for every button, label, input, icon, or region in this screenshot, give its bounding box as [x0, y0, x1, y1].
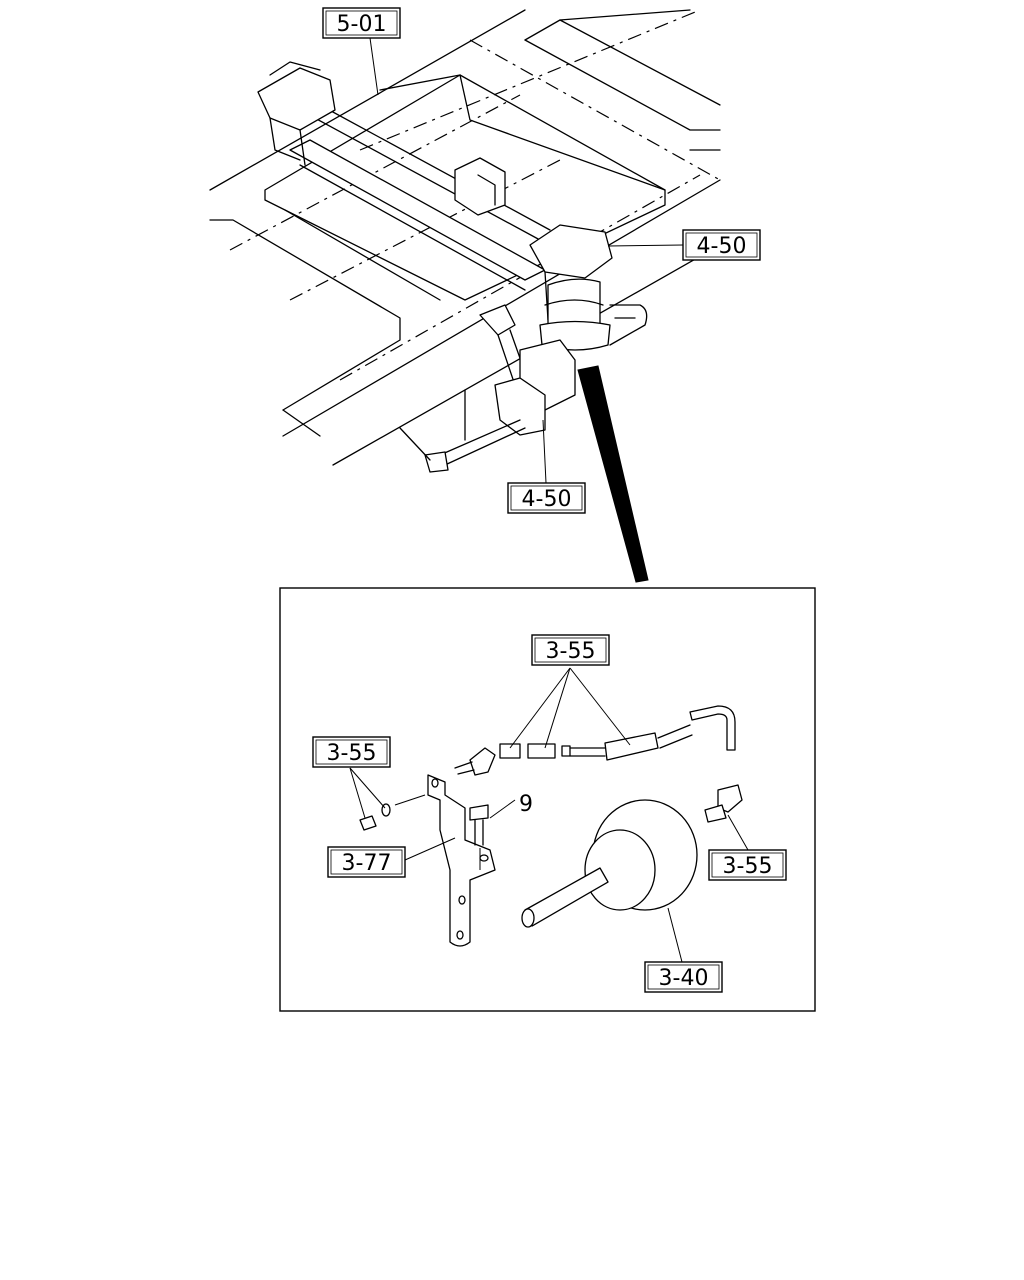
callout-3-55-left[interactable]: 3-55: [312, 736, 391, 768]
callout-3-40-label: 3-40: [659, 966, 709, 991]
callout-3-55-right-label: 3-55: [723, 854, 773, 879]
callout-3-55-top[interactable]: 3-55: [531, 634, 610, 666]
callout-5-01-label: 5-01: [337, 12, 387, 37]
callout-9[interactable]: 9: [519, 792, 533, 817]
callout-3-77-label: 3-77: [342, 851, 392, 876]
callout-4-50-bottom-label: 4-50: [522, 487, 572, 512]
callout-5-01[interactable]: 5-01: [322, 7, 401, 39]
callout-3-55-left-label: 3-55: [327, 741, 377, 766]
callout-4-50-bottom[interactable]: 4-50: [507, 482, 586, 514]
callout-3-77[interactable]: 3-77: [327, 846, 406, 878]
callout-4-50-top-label: 4-50: [697, 234, 747, 259]
callout-3-40[interactable]: 3-40: [644, 961, 723, 993]
callout-3-55-right[interactable]: 3-55: [708, 849, 787, 881]
inset-leaders: [349, 667, 749, 963]
callout-4-50-top[interactable]: 4-50: [682, 229, 761, 261]
upper-leaders: [369, 37, 684, 484]
callout-3-55-top-label: 3-55: [546, 639, 596, 664]
chassis-frame-view: [209, 9, 721, 583]
detail-inset: [279, 587, 816, 1012]
callout-9-label: 9: [519, 792, 533, 817]
